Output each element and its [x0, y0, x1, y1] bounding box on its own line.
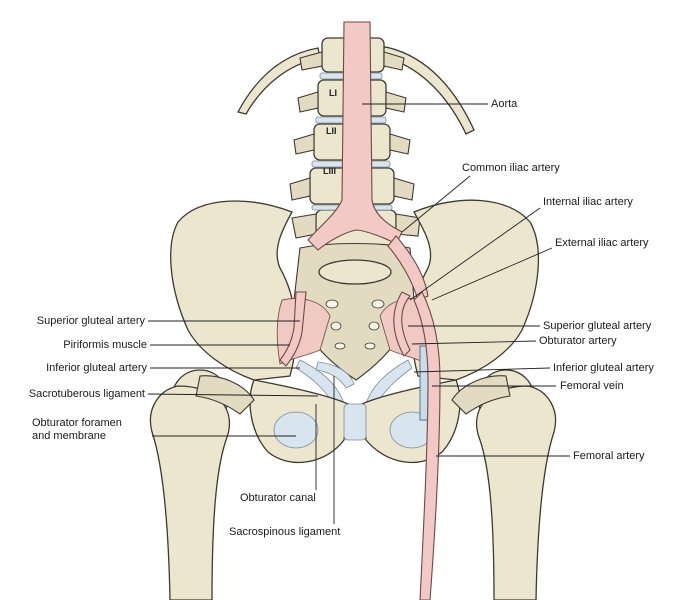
- right-ilium: [411, 199, 539, 381]
- label-superior-gluteal-artery-right: Superior gluteal artery: [543, 320, 652, 332]
- label-femoral-vein: Femoral vein: [560, 380, 624, 392]
- right-femur: [451, 369, 557, 600]
- label-external-iliac-artery: External iliac artery: [555, 237, 649, 249]
- vertebra-label-l1: LI: [329, 88, 337, 98]
- label-piriformis-muscle: Piriformis muscle: [63, 339, 147, 351]
- label-femoral-artery: Femoral artery: [573, 450, 645, 462]
- external-iliac-femoral: [413, 291, 441, 600]
- label-inferior-gluteal-artery-right: Inferior gluteal artery: [553, 362, 654, 374]
- label-and-membrane: and membrane: [32, 430, 106, 442]
- leader-lines: [147, 103, 570, 524]
- internal-iliac: [393, 291, 411, 357]
- left-femur: [149, 369, 255, 600]
- vertebra-label-l2: LII: [326, 126, 337, 136]
- sacral-foramina: [325, 299, 385, 350]
- label-sacrospinous-ligament: Sacrospinous ligament: [229, 526, 341, 538]
- left-ilium: [170, 200, 297, 381]
- left-superior-gluteal: [279, 291, 307, 367]
- label-internal-iliac-artery: Internal iliac artery: [543, 196, 633, 208]
- label-obturator-canal: Obturator canal: [240, 492, 316, 504]
- label-obturator-foramen: Obturator foramen: [32, 417, 122, 429]
- sacrospinous-ligament: [315, 361, 355, 389]
- vertebra-label-l3: LIII: [323, 166, 336, 176]
- left-obturator-foramen: [273, 411, 319, 449]
- aorta: [307, 21, 403, 251]
- label-obturator-artery: Obturator artery: [539, 335, 617, 347]
- label-common-iliac-artery: Common iliac artery: [462, 162, 560, 174]
- label-aorta: Aorta: [491, 98, 518, 110]
- label-inferior-gluteal-artery-left: Inferior gluteal artery: [46, 362, 147, 374]
- label-superior-gluteal-artery-left: Superior gluteal artery: [36, 315, 145, 327]
- label-sacrotuberous-ligament: Sacrotuberous ligament: [28, 388, 145, 400]
- pubic-symphysis: [343, 403, 367, 441]
